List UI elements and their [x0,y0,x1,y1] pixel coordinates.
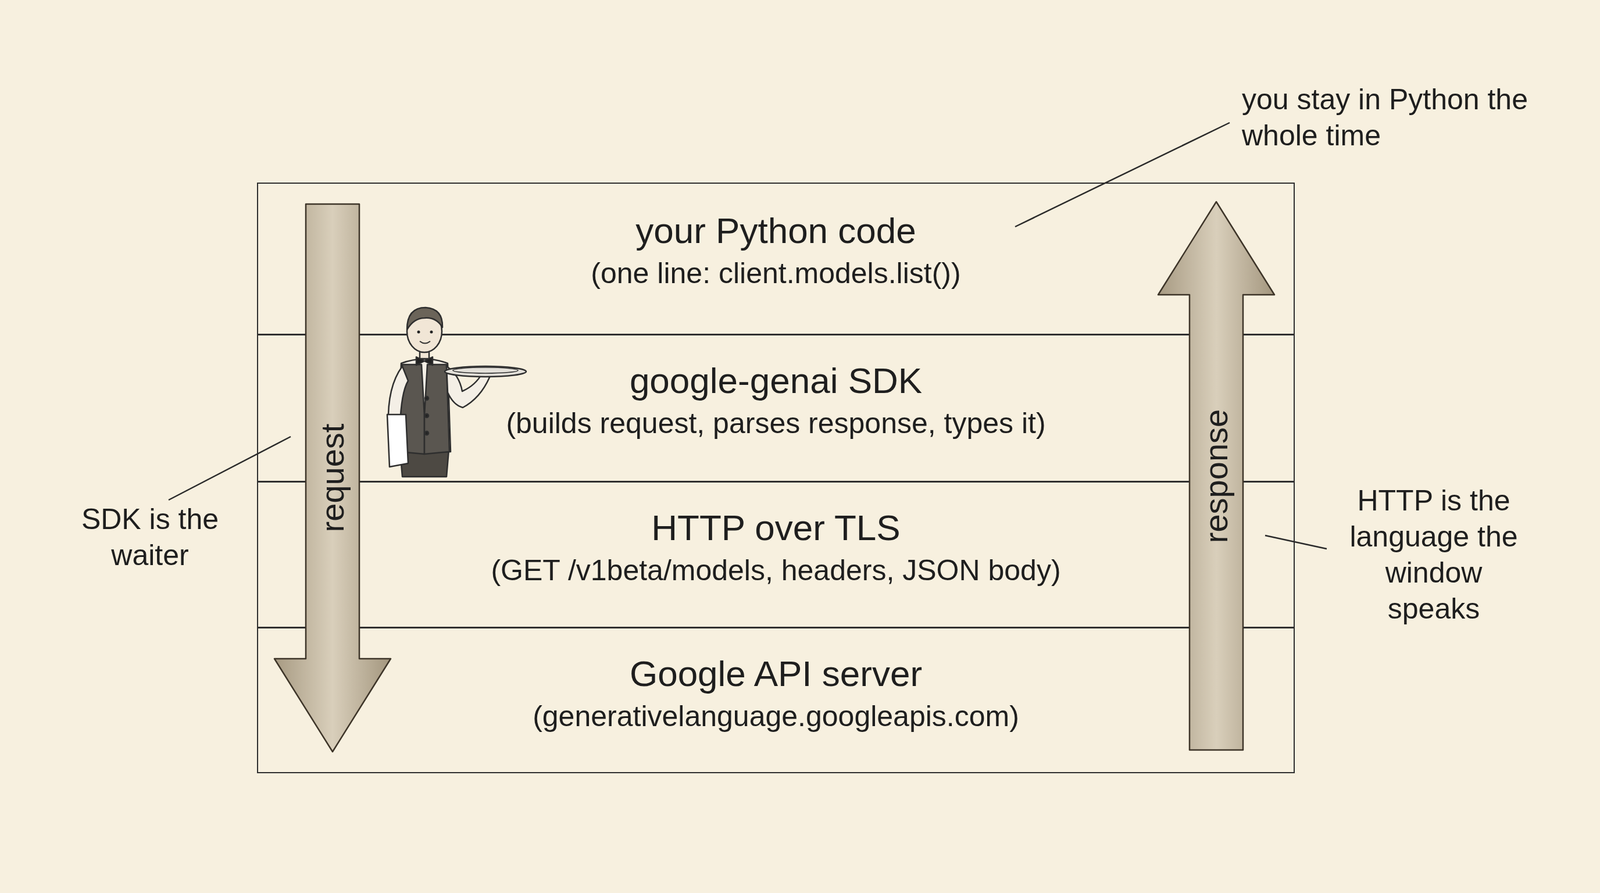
vest-button [425,413,429,418]
waiter-smile [419,341,431,344]
band-note: (builds request, parses response, types … [505,405,1046,441]
waiter-arm [388,366,409,427]
leader-line [1015,122,1230,227]
waiter-vest [399,364,425,455]
waiter-towel [387,414,409,467]
waiter-illustration [387,307,527,477]
callout-note: SDK is the waiter [65,501,235,574]
band-note: (generativelanguage.googleapis.com) [532,698,1020,734]
layer-band: your Python code(one line: client.models… [256,182,1295,336]
layer-band: Google API server(generativelanguage.goo… [256,626,1295,774]
leader-line [1265,535,1327,549]
waiter-trousers [400,449,449,477]
vest-button [425,396,429,400]
band-note: (GET /v1beta/models, headers, JSON body) [490,552,1061,588]
waiter-eye [430,330,434,334]
arrow-label: response [1200,408,1233,543]
vest-button [425,431,429,435]
band-heading: google-genai SDK [629,359,923,403]
leader-line [168,436,291,500]
waiter-neck [419,349,430,359]
waiter-shirt [398,359,451,453]
waiter-arm [446,366,490,408]
arrow-label: request [316,423,349,533]
waiter-head [406,310,442,353]
waiter-tray [452,367,519,374]
band-heading: Google API server [629,652,923,696]
band-heading: your Python code [635,209,917,253]
callout-note: HTTP is the language the window speaks [1337,482,1530,627]
band-heading: HTTP over TLS [651,506,900,550]
layer-band: google-genai SDK(builds request, parses … [256,333,1295,483]
band-note: (one line: client.models.list()) [590,255,961,291]
flow-arrow [1158,201,1275,750]
flow-arrow [274,204,391,752]
callout-note: you stay in Python the whole time [1241,81,1545,154]
waiter-vest [424,364,450,455]
waiter-hair [406,307,443,330]
layer-band: HTTP over TLS(GET /v1beta/models, header… [256,480,1295,629]
waiter-tray [444,366,527,377]
waiter-eye [417,330,421,334]
waiter-bowtie [416,356,433,366]
